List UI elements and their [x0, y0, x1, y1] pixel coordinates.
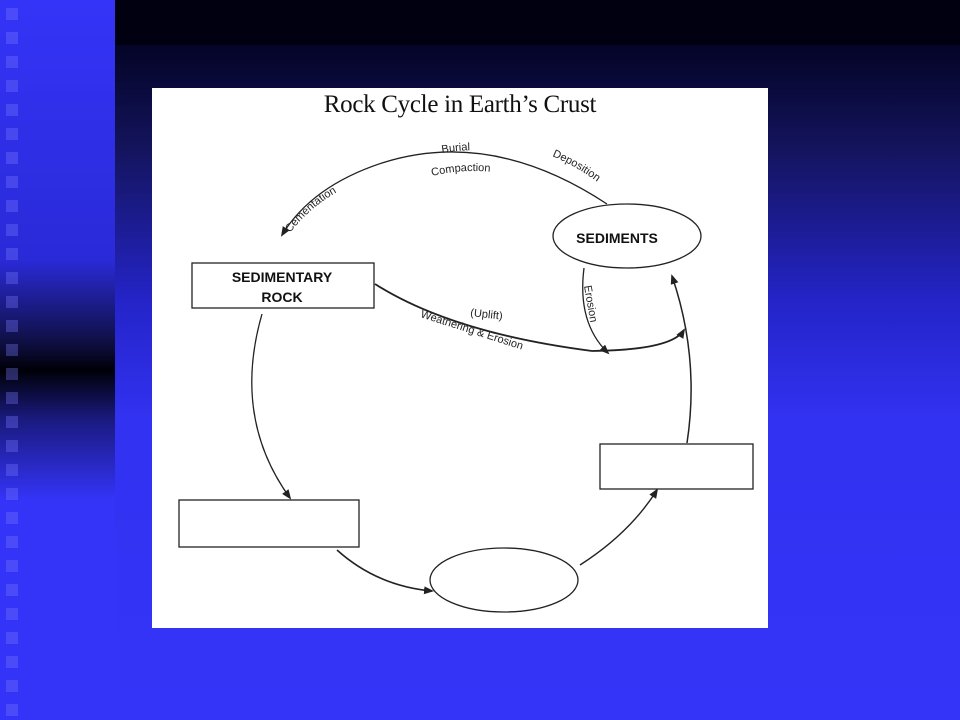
- rock-cycle-diagram: SEDIMENTS SEDIMENTARY ROCK Burial Compac…: [178, 141, 754, 613]
- decorative-squares: [6, 0, 26, 720]
- decorative-square: [6, 344, 18, 356]
- decorative-square: [6, 272, 18, 284]
- arrow-sedimentary-rock-to-left-box: [251, 313, 292, 500]
- decorative-square: [6, 8, 18, 20]
- sediments-oval: [552, 203, 702, 269]
- decorative-square: [6, 416, 18, 428]
- blank-left-box: [178, 499, 360, 548]
- decorative-square: [6, 200, 18, 212]
- label-deposition: Deposition: [551, 148, 603, 185]
- decorative-square: [6, 680, 18, 692]
- blank-bottom-oval: [429, 547, 579, 613]
- decorative-square: [6, 632, 18, 644]
- decorative-square: [6, 248, 18, 260]
- sedimentary-rock-label-line1: SEDIMENTARY: [232, 269, 333, 285]
- sedimentary-rock-label-line2: ROCK: [261, 289, 302, 305]
- slide-left-bar: [0, 0, 115, 720]
- sedimentary-rock-box: [191, 262, 375, 309]
- decorative-square: [6, 464, 18, 476]
- slide-top-band: [115, 0, 960, 45]
- sediments-label: SEDIMENTS: [576, 230, 658, 246]
- diagram-panel: Rock Cycle in Earth’s Crust: [152, 88, 768, 628]
- arrow-weathering-erosion: [374, 283, 593, 352]
- decorative-square: [6, 512, 18, 524]
- decorative-square: [6, 152, 18, 164]
- arrow-oval-to-right-box: [579, 488, 659, 566]
- blank-right-box: [599, 443, 754, 490]
- decorative-square: [6, 608, 18, 620]
- decorative-square: [6, 224, 18, 236]
- arrow-erosion: [582, 267, 610, 355]
- decorative-square: [6, 32, 18, 44]
- label-burial: Burial: [441, 141, 470, 156]
- label-uplift: (Uplift): [470, 307, 504, 323]
- label-compaction: Compaction: [430, 162, 491, 179]
- decorative-square: [6, 656, 18, 668]
- diagram-title: Rock Cycle in Earth’s Crust: [323, 91, 597, 118]
- decorative-square: [6, 56, 18, 68]
- label-cementation: Cementation: [283, 184, 338, 234]
- decorative-square: [6, 704, 18, 716]
- decorative-square: [6, 80, 18, 92]
- decorative-square: [6, 296, 18, 308]
- arrow-right-box-to-sediments: [670, 274, 692, 444]
- decorative-square: [6, 440, 18, 452]
- decorative-square: [6, 536, 18, 548]
- decorative-square: [6, 320, 18, 332]
- decorative-square: [6, 104, 18, 116]
- decorative-square: [6, 176, 18, 188]
- decorative-square: [6, 128, 18, 140]
- decorative-square: [6, 392, 18, 404]
- arrow-junction-to-sediments: [591, 328, 686, 352]
- decorative-square: [6, 584, 18, 596]
- arrow-sediments-to-sedimentary-rock: [280, 151, 608, 237]
- decorative-square: [6, 488, 18, 500]
- arrow-left-box-to-oval: [336, 549, 434, 595]
- decorative-square: [6, 560, 18, 572]
- decorative-square: [6, 368, 18, 380]
